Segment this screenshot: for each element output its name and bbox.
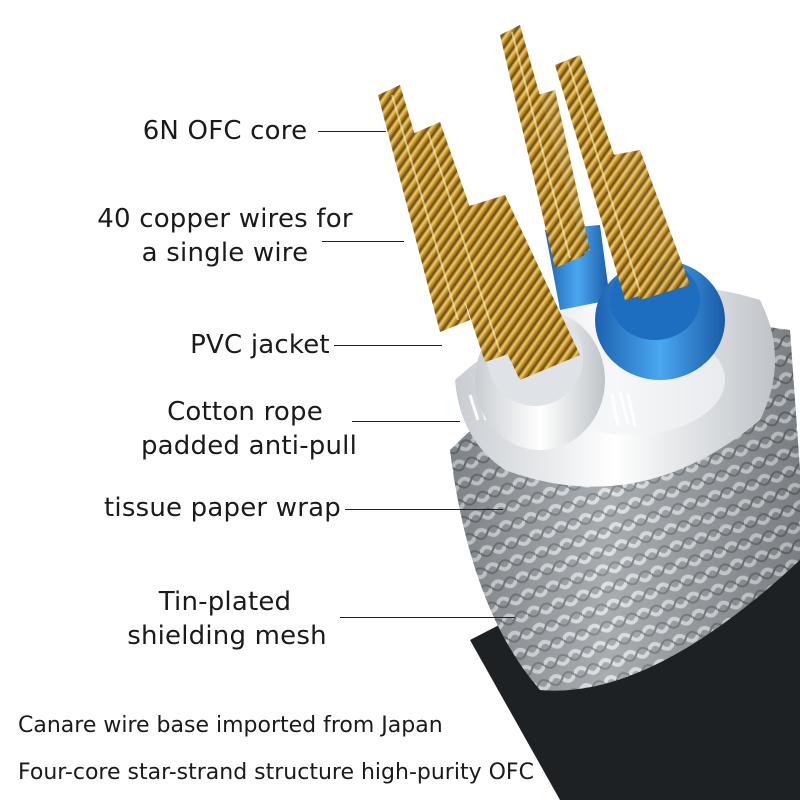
label-6n-ofc-core: 6N OFC core <box>142 116 308 146</box>
leader-line-core <box>318 131 386 132</box>
leader-line-pvc-jacket <box>334 345 442 346</box>
leader-line-cotton-rope <box>352 421 460 422</box>
leader-line-copper-wires <box>322 241 404 242</box>
footer-line-four-core: Four-core star-strand structure high-pur… <box>18 760 534 785</box>
label-tissue-paper-wrap: tissue paper wrap <box>104 493 341 523</box>
leader-line-shielding-mesh <box>340 617 515 618</box>
label-pvc-jacket: PVC jacket <box>190 330 330 360</box>
leader-line-tissue-paper <box>345 509 503 510</box>
label-copper-wires-line1: 40 copper wires for <box>97 204 353 234</box>
label-copper-wires-line2: a single wire <box>141 238 309 268</box>
label-cotton-rope-line1: Cotton rope <box>167 397 323 427</box>
label-cotton-rope-line2: padded anti-pull <box>140 431 358 461</box>
label-tin-plated-line1: Tin-plated <box>158 587 292 617</box>
footer-line-canare: Canare wire base imported from Japan <box>18 713 443 738</box>
label-tin-plated-line2: shielding mesh <box>127 621 327 651</box>
